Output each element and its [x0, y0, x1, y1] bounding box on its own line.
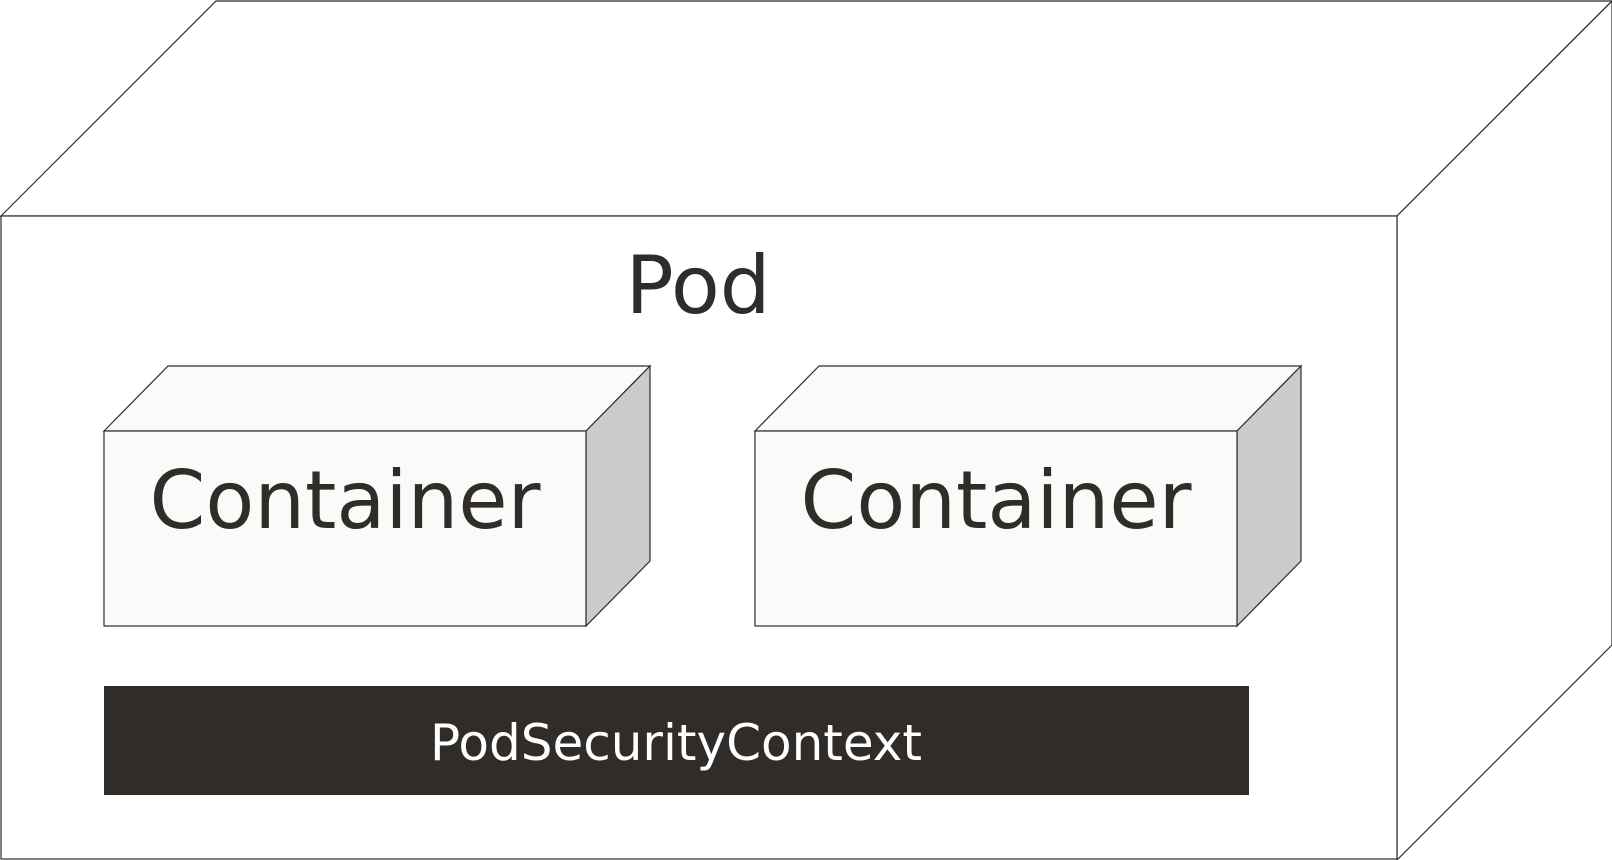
- container-1-top-face: [102, 365, 652, 432]
- container-2-top-face: [753, 365, 1303, 432]
- pod-title: Pod: [625, 239, 770, 332]
- container-box-2: Container: [753, 364, 1303, 628]
- container-1-front-face: [103, 430, 587, 627]
- container-box-1: Container: [102, 364, 652, 628]
- pod-security-context-bar: PodSecurityContext: [104, 686, 1249, 795]
- container-1-label: Container: [150, 454, 541, 547]
- pod-security-context-background: [104, 686, 1249, 795]
- container-2-label: Container: [801, 454, 1192, 547]
- pod-security-context-label: PodSecurityContext: [430, 714, 922, 772]
- pod-top-face: [0, 0, 1612, 217]
- container-2-front-face: [754, 430, 1238, 627]
